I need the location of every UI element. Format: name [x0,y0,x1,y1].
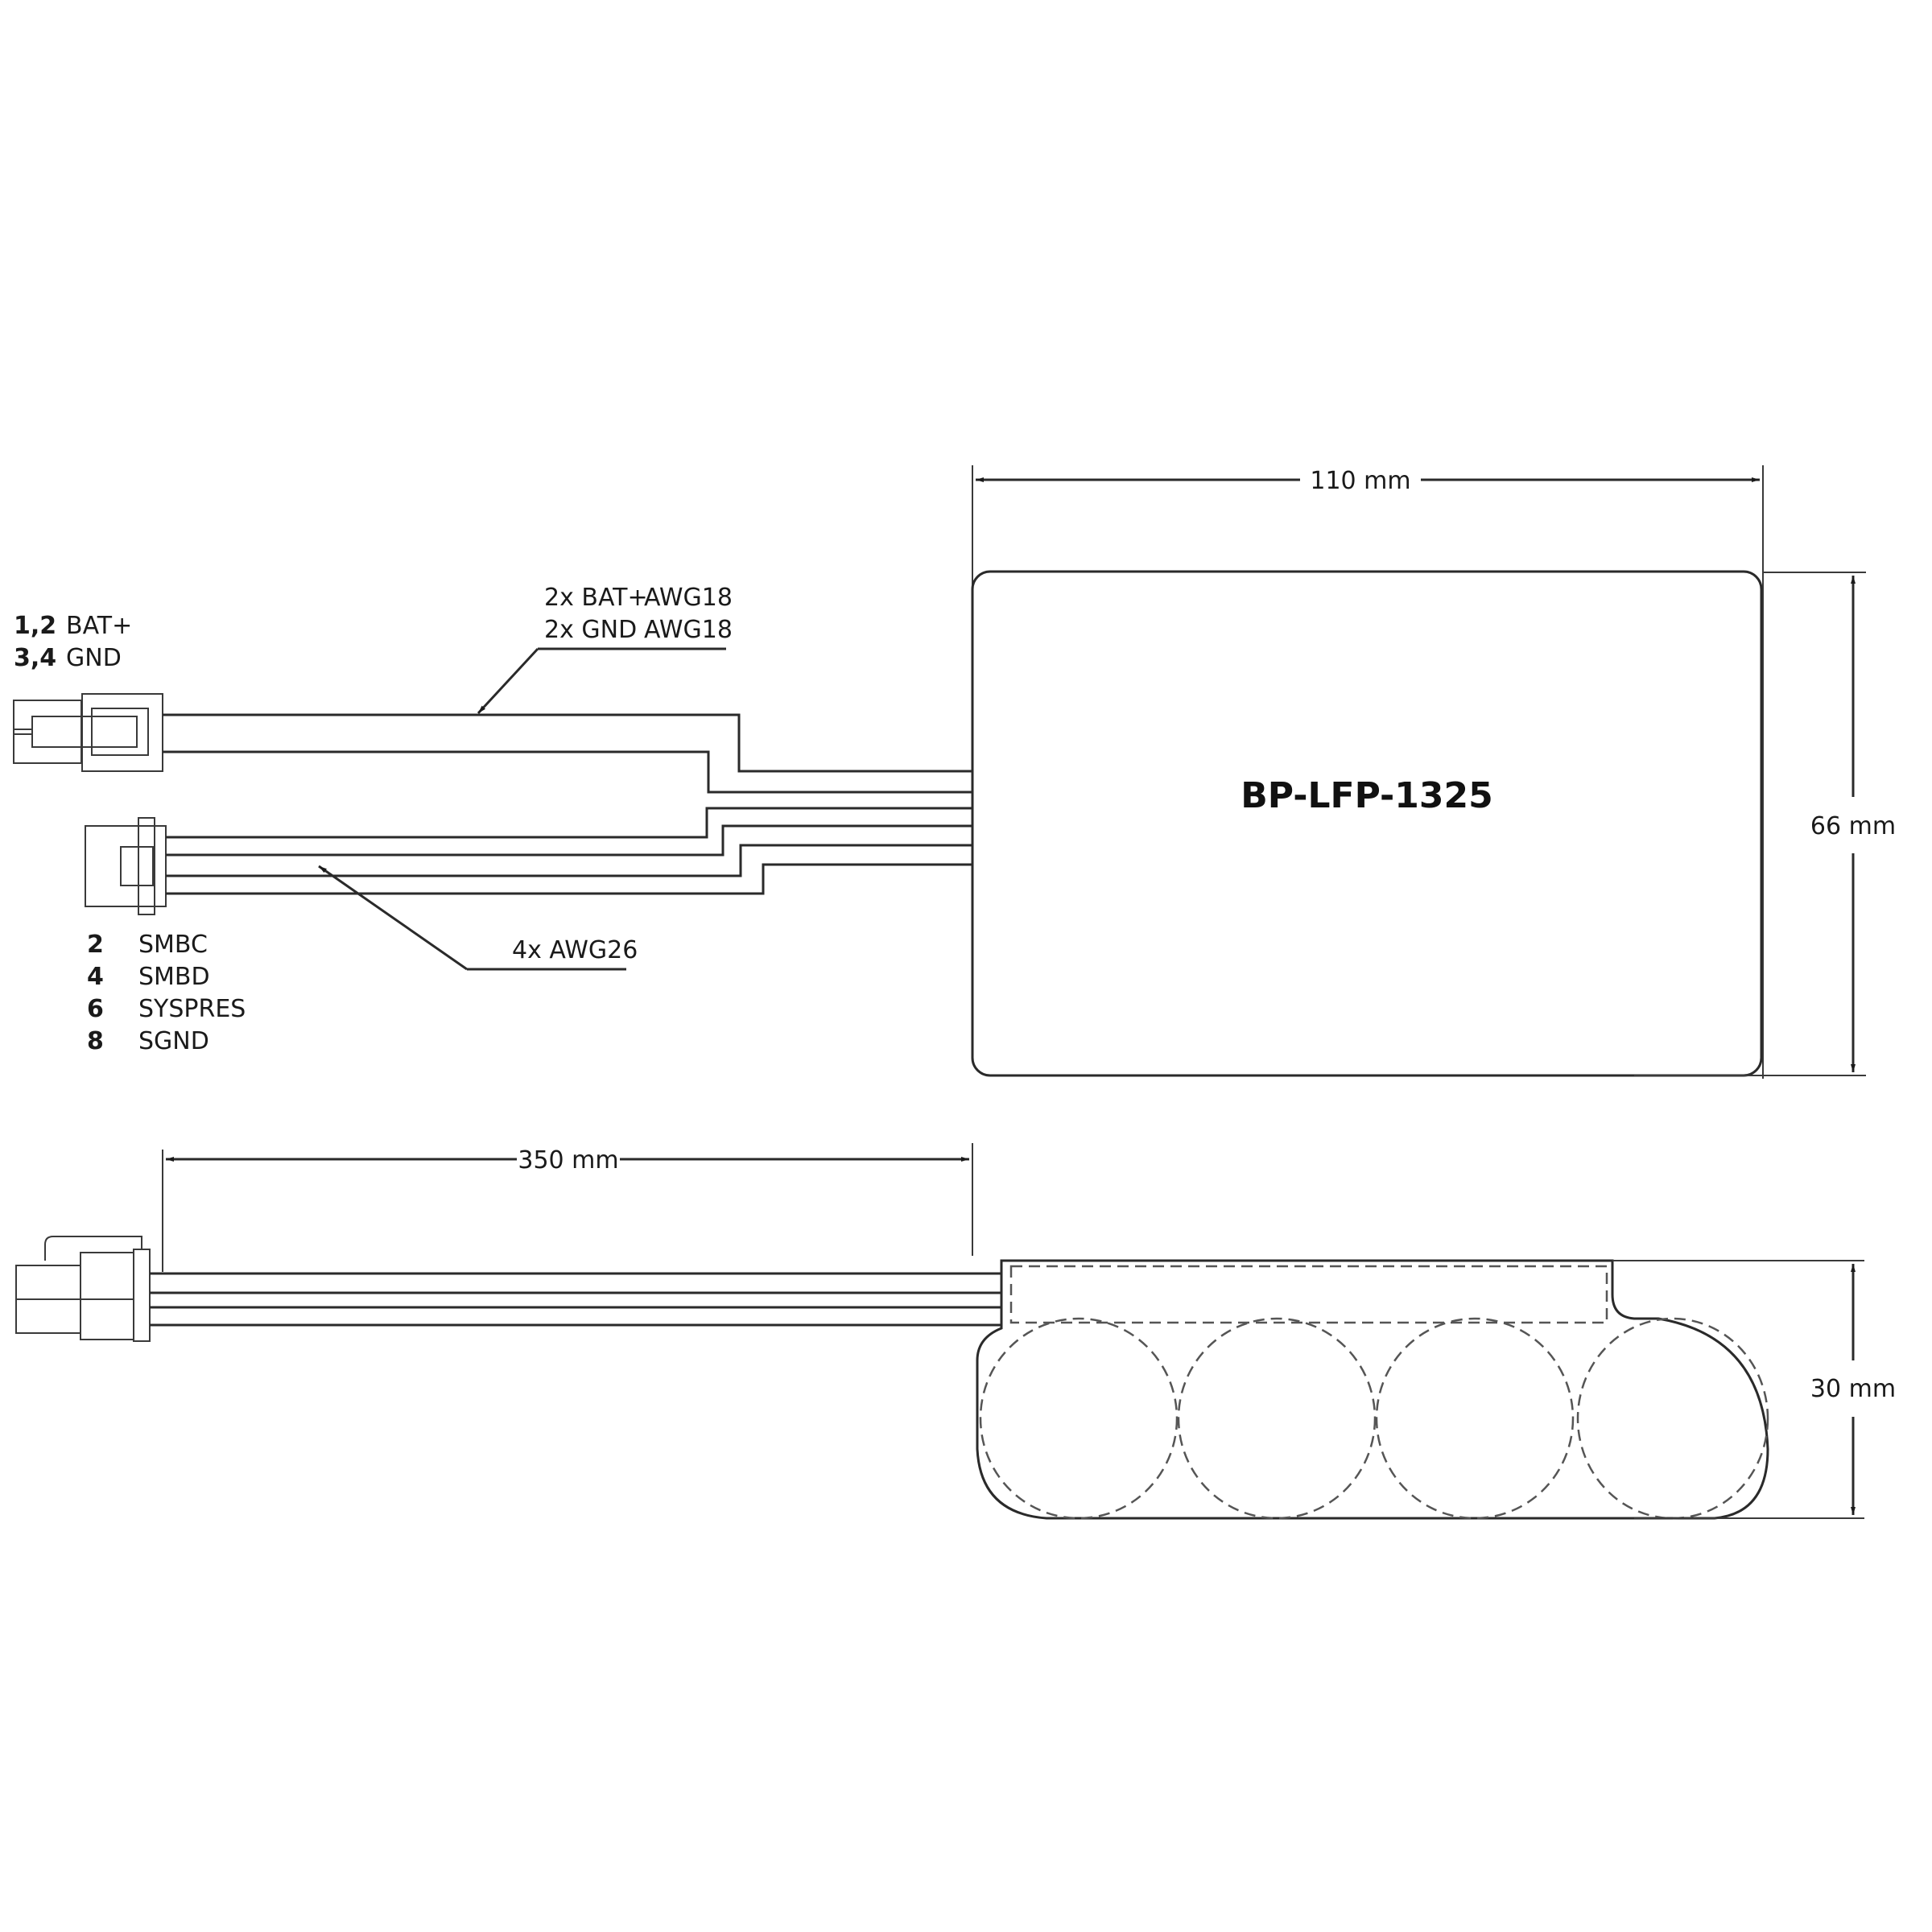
signal-label: GND [66,644,122,672]
battery-body-top [971,570,1763,1077]
pcb-outline [1009,1265,1608,1324]
power-connector [13,693,163,772]
signal-wire-callout: 4x AWG26 [318,865,638,971]
signal-label: SYSPRES [138,995,246,1023]
callout-gnd-gauge: AWG18 [644,616,733,644]
signal-pinout: 2 SMBC 4 SMBD 6 SYSPRES 8 SGND [87,931,246,1055]
signal-connector [85,817,167,915]
signal-label: SMBC [138,931,208,959]
callout-gnd-qty: 2x GND [544,616,637,644]
thickness-dimension: 30 mm [1612,1260,1896,1519]
battery-body-side [976,1259,1769,1520]
height-label: 66 mm [1810,812,1896,840]
pin-label: 3,4 [14,644,56,672]
signal-label: BAT+ [66,612,132,640]
signal-label: SGND [138,1027,209,1055]
side-view: 350 mm [15,1143,1896,1520]
power-pinout: 1,2 BAT+ 3,4 GND [14,612,132,672]
top-view: 110 mm BP-LFP-1325 66 mm [13,465,1896,1079]
side-connector [15,1236,151,1342]
power-wire-callout: 2x BAT+ AWG18 2x GND AWG18 [477,584,733,715]
cells [979,1317,1769,1520]
pin-label: 6 [87,995,104,1023]
signal-wires [166,807,972,895]
callout-bat-gauge: AWG18 [644,584,733,612]
height-dimension: 66 mm [1634,572,1896,1076]
pin-label: 2 [87,931,104,959]
callout-bat-qty: 2x BAT+ [544,584,648,612]
cell [1177,1317,1377,1520]
width-label: 110 mm [1310,467,1410,495]
cable-length-label: 350 mm [518,1146,618,1174]
power-wires [163,713,972,794]
side-wires [150,1272,1001,1327]
signal-label: SMBD [138,963,210,991]
pin-label: 1,2 [14,612,56,640]
cell [979,1317,1179,1520]
cell [1375,1317,1575,1520]
cell [1576,1317,1769,1520]
pin-label: 8 [87,1027,104,1055]
model-label: BP-LFP-1325 [1241,775,1493,816]
cable-length-dimension: 350 mm [162,1143,973,1272]
pin-label: 4 [87,963,104,991]
width-dimension: 110 mm [972,465,1764,1079]
thickness-label: 30 mm [1810,1375,1896,1403]
callout-signal-gauge: 4x AWG26 [512,936,638,964]
